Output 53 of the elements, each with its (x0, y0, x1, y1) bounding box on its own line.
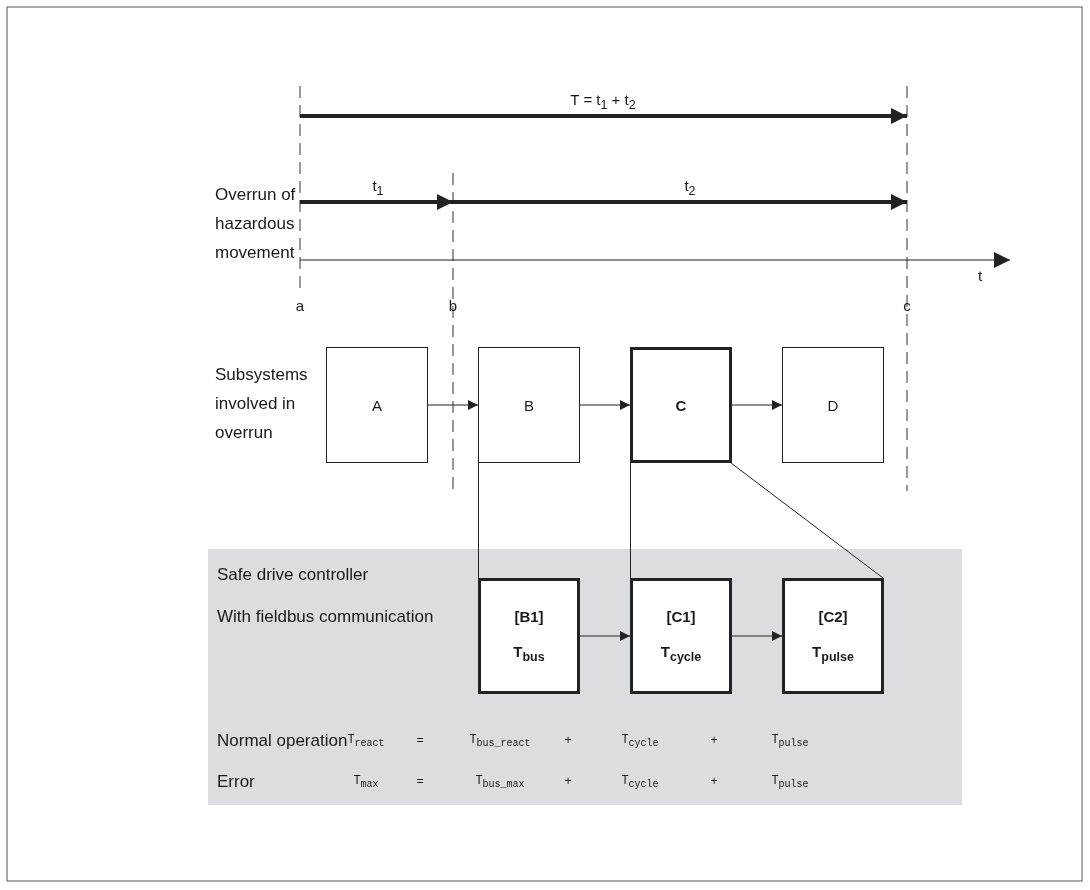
row-label: Normal operation (217, 730, 348, 752)
point-label: b (448, 296, 458, 314)
panel-title: With fieldbus communication (217, 607, 434, 627)
formula-operator: + (710, 734, 718, 748)
axis-label: t (977, 266, 983, 284)
box-label: T$_{cycle}$ (660, 643, 702, 664)
panel-title: Safe drive controller (217, 565, 369, 585)
subsystem-box (326, 347, 428, 463)
subsystem-box (782, 347, 884, 463)
formula-term: T$_{pulse}$ (771, 773, 809, 791)
point-label: c (903, 296, 911, 314)
arrow (731, 631, 783, 641)
formula-operator: = (416, 775, 424, 789)
dim-label: t$_{2}$ (684, 176, 696, 198)
arrow (579, 631, 631, 641)
box-label: [C1] (666, 608, 696, 625)
formula-term: T$_{bus_max}$ (475, 773, 525, 791)
grouping-panel (208, 549, 962, 805)
formula-operator: + (564, 734, 572, 748)
formula-operator: + (564, 775, 572, 789)
arrow (427, 400, 479, 410)
formula-term: T$_{cycle}$ (621, 732, 659, 750)
formula-operator: + (710, 775, 718, 789)
row-label: Subsystems involved in overrun (215, 364, 309, 444)
point-label: a (295, 296, 305, 314)
box-label: D (827, 396, 839, 414)
box-label: T$_{pulse}$ (812, 643, 854, 664)
box-label: C (675, 396, 687, 414)
formula-term: T$_{pulse}$ (771, 732, 809, 750)
box-label: [C2] (818, 608, 848, 625)
formula-term: T$_{max}$ (353, 773, 379, 791)
subsystem-box (478, 578, 580, 694)
box-label: A (372, 396, 382, 414)
formula-term: T$_{react}$ (347, 732, 385, 750)
box-label: B (524, 396, 534, 414)
formula-term: T$_{bus_react}$ (469, 732, 531, 750)
connector-line (478, 462, 479, 579)
connector-line (730, 462, 884, 579)
formula-term: T$_{cycle}$ (621, 773, 659, 791)
arrow (731, 400, 783, 410)
row-label: Error (217, 771, 255, 793)
subsystem-box (630, 578, 732, 694)
arrow (579, 400, 631, 410)
subsystem-box (478, 347, 580, 463)
formula-operator: = (416, 734, 424, 748)
row-label: Overrun of hazardous movement (215, 184, 297, 264)
connector-line (630, 462, 631, 579)
subsystem-box (630, 347, 732, 463)
dim-label: t$_{1}$ (372, 176, 384, 198)
dim-label: T = t$_{1}$ + t$_{2}$ (570, 90, 636, 112)
box-label: T$_{bus}$ (513, 643, 545, 664)
subsystem-box (782, 578, 884, 694)
box-label: [B1] (514, 608, 544, 625)
